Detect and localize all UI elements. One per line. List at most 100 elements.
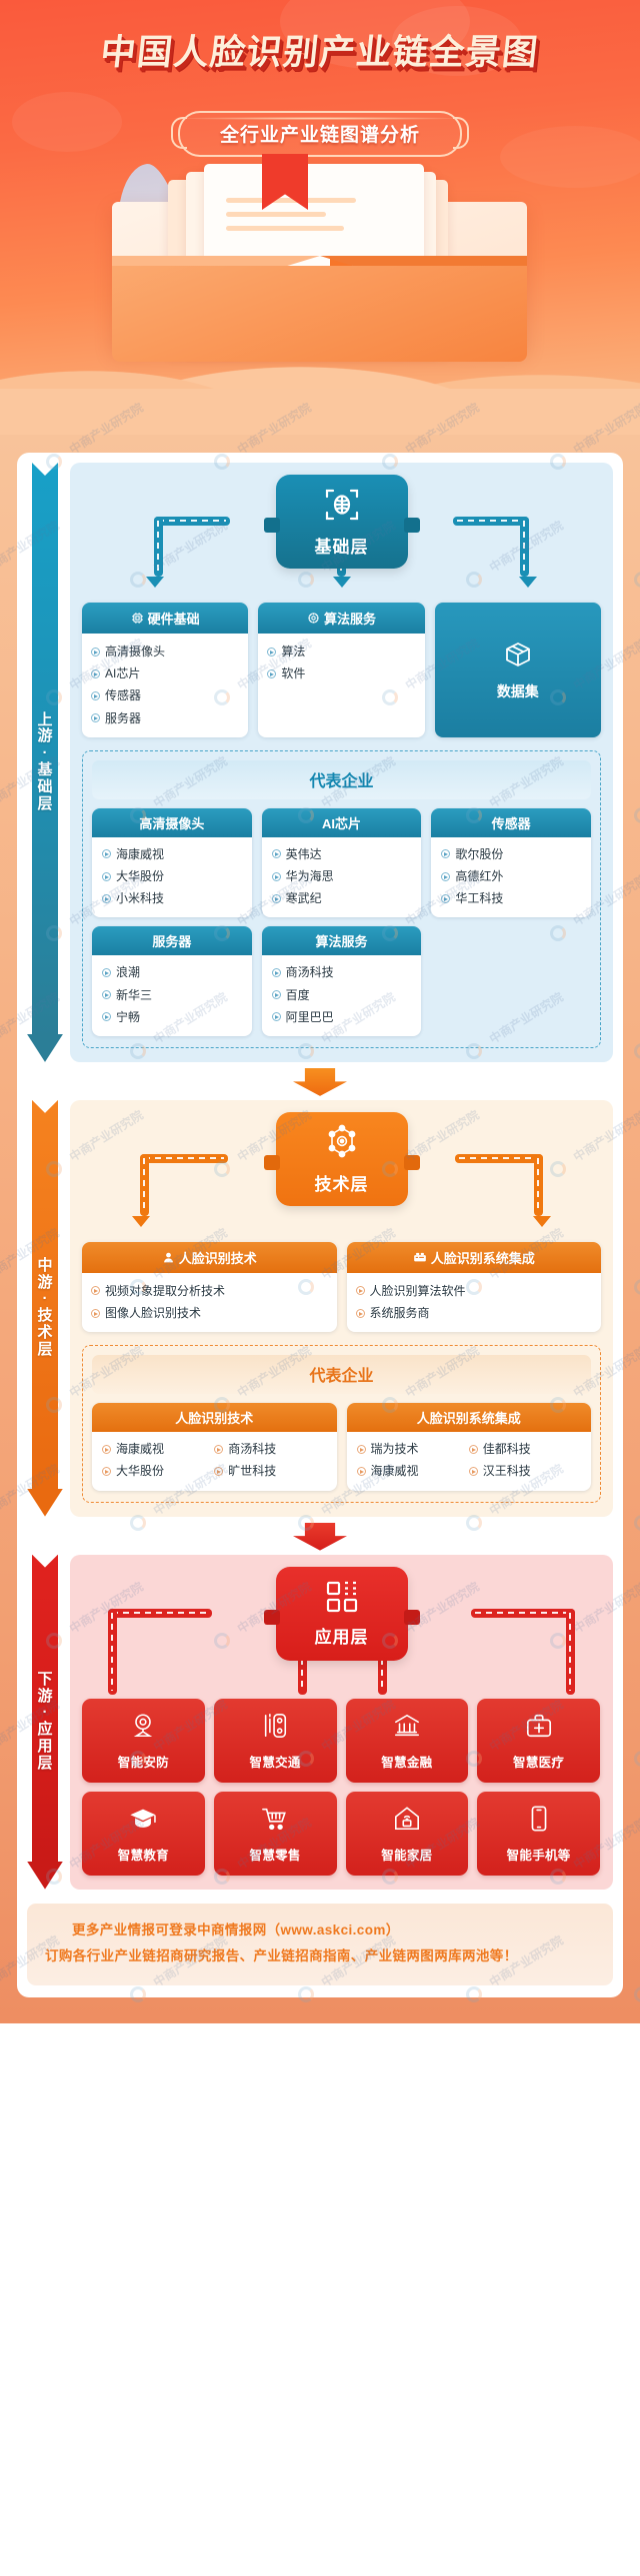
- list-item: 海康威视: [102, 1438, 214, 1460]
- rep-row: 服务器 浪潮 新华三 宁畅 算法服务: [92, 926, 591, 1036]
- rep-row: 高清摄像头 海康威视 大华股份 小米科技 A: [92, 807, 592, 918]
- category-card[interactable]: 人脸识别系统集成 人脸识别算法软件 系统服务商: [346, 1241, 601, 1333]
- app-tile-traffic[interactable]: 智慧交通: [213, 1698, 337, 1783]
- item-label: 系统服务商: [369, 1306, 430, 1321]
- item-label: 大华股份: [116, 868, 165, 883]
- list-item: 寒武纪: [271, 887, 412, 909]
- rep-card[interactable]: 人脸识别系统集成 瑞为技术 佳都科技 海康威视 汉王科技: [346, 1403, 591, 1491]
- bullet-icon: [91, 668, 100, 678]
- rep-spacer: [431, 926, 591, 1036]
- rep-card-body: 歌尔股份 高德红外 华工科技: [431, 837, 591, 918]
- rep-card[interactable]: 高清摄像头 海康威视 大华股份 小米科技: [92, 807, 252, 918]
- category-card[interactable]: 人脸识别技术 视频对象提取分析技术 图像人脸识别技术: [82, 1241, 337, 1333]
- axis-upstream: 上游·基础层: [27, 463, 63, 1062]
- bullet-icon: [271, 871, 281, 881]
- axis-label-downstream: 下游·应用层: [37, 1670, 53, 1772]
- footer-note: 更多产业情报可登录中商情报网（www.askci.com） 订购各行业产业链招商…: [27, 1903, 613, 1986]
- list-item: 服务器: [91, 707, 239, 729]
- list-item: 汉王科技: [468, 1460, 581, 1482]
- app-tile-medical[interactable]: 智慧医疗: [477, 1698, 600, 1783]
- list-item: 商汤科技: [271, 961, 412, 983]
- cloud-shape: [392, 6, 522, 76]
- network-gear-icon: [323, 1123, 361, 1166]
- app-label: 智能安防: [117, 1755, 169, 1770]
- hub-downstream[interactable]: 应用层: [263, 1566, 420, 1661]
- rep-card-body: 浪潮 新华三 宁畅: [92, 955, 252, 1036]
- hub-connector-right: [403, 1609, 420, 1625]
- rep-card-body: 海康威视 商汤科技 大华股份 旷世科技: [92, 1432, 337, 1490]
- pipes-downstream: [82, 1608, 601, 1695]
- app-label: 智慧医疗: [513, 1755, 565, 1770]
- stage-joiner-upstream-to-midstream: [27, 1067, 613, 1096]
- rep-card[interactable]: 服务器 浪潮 新华三 宁畅: [92, 926, 252, 1036]
- item-label: 软件: [281, 666, 306, 681]
- app-tile-education[interactable]: 智慧教育: [82, 1791, 205, 1876]
- list-item: 海康威视: [102, 843, 242, 865]
- bullet-icon: [356, 1467, 366, 1477]
- rep-card-body: 海康威视 大华股份 小米科技: [92, 837, 252, 918]
- arrow-shaft: [27, 463, 63, 1062]
- item-label: 传感器: [105, 688, 142, 703]
- bullet-icon: [271, 990, 281, 1000]
- dataset-tile[interactable]: 数据集: [434, 603, 601, 737]
- rep-card[interactable]: 人脸识别技术 海康威视 商汤科技 大华股份 旷世科技: [92, 1403, 337, 1491]
- app-tile-retail[interactable]: 智慧零售: [213, 1791, 337, 1876]
- app-label: 智慧金融: [381, 1755, 433, 1770]
- rep-card-title: 高清摄像头: [92, 807, 252, 837]
- item-label: 大华股份: [116, 1464, 165, 1479]
- app-label: 智能手机等: [506, 1848, 571, 1863]
- grid-apps-icon: [325, 1580, 359, 1619]
- list-item: 浪潮: [102, 961, 242, 983]
- rep-card[interactable]: 算法服务 商汤科技 百度 阿里巴巴: [261, 926, 422, 1036]
- item-label: 服务器: [105, 710, 142, 725]
- glow-decoration: [170, 117, 470, 120]
- item-label: 海康威视: [116, 846, 165, 861]
- bullet-icon: [91, 1286, 100, 1296]
- app-tile-security[interactable]: 智能安防: [82, 1698, 205, 1783]
- stage-upstream: 上游·基础层: [27, 463, 613, 1062]
- hub-label-midstream: 技术层: [314, 1174, 369, 1194]
- bullet-icon: [214, 1444, 224, 1454]
- rep-card[interactable]: 传感器 歌尔股份 高德红外 华工科技: [431, 807, 592, 918]
- hub-upstream[interactable]: 基础层: [263, 475, 420, 569]
- chain-card: 上游·基础层: [17, 453, 623, 1998]
- hub-connector-left: [263, 518, 280, 533]
- list-item: 大华股份: [102, 1460, 214, 1482]
- category-row-midstream: 人脸识别技术 视频对象提取分析技术 图像人脸识别技术: [82, 1241, 601, 1333]
- bullet-icon: [91, 690, 100, 700]
- item-label: 瑞为技术: [370, 1442, 419, 1457]
- bullet-icon: [267, 646, 277, 656]
- subtitle-area: 全行业产业链图谱分析: [0, 111, 640, 157]
- list-item: AI芯片: [91, 662, 239, 684]
- panel-downstream: 应用层: [70, 1554, 613, 1890]
- down-arrow-icon: [293, 1522, 347, 1551]
- category-card[interactable]: 算法服务 算法 软件: [258, 603, 425, 737]
- category-items: 算法 软件: [267, 641, 415, 684]
- rep-card-title: AI芯片: [261, 807, 422, 837]
- rep-card-body: 英伟达 华为海思 寒武纪: [262, 837, 422, 918]
- list-item: 华为海思: [271, 865, 412, 887]
- list-item: 旷世科技: [214, 1460, 326, 1482]
- list-item: 佳都科技: [468, 1438, 581, 1460]
- bullet-icon: [271, 849, 281, 859]
- list-item: 大华股份: [102, 865, 242, 887]
- app-tile-smartphone[interactable]: 智能手机等: [477, 1791, 600, 1876]
- rep-card[interactable]: AI芯片 英伟达 华为海思 寒武纪: [261, 807, 422, 918]
- axis-label-midstream: 中游·技术层: [37, 1256, 53, 1358]
- axis-midstream: 中游·技术层: [27, 1099, 63, 1517]
- category-card[interactable]: 硬件基础 高清摄像头 AI芯片 传感器 服务器: [82, 603, 249, 737]
- item-label: 视频对象提取分析技术: [105, 1283, 226, 1298]
- hub-row-downstream: 应用层: [82, 1566, 601, 1661]
- app-tile-finance[interactable]: 智慧金融: [345, 1698, 469, 1783]
- category-title: 人脸识别技术: [178, 1250, 257, 1266]
- item-label: 华为海思: [285, 868, 334, 883]
- app-tile-smarthome[interactable]: 智能家居: [345, 1791, 469, 1876]
- item-label: 歌尔股份: [455, 846, 504, 861]
- list-item: 商汤科技: [214, 1438, 326, 1460]
- bullet-icon: [355, 1286, 365, 1296]
- category-body: 高清摄像头 AI芯片 传感器 服务器: [82, 634, 248, 737]
- hub-midstream[interactable]: 技术层: [263, 1111, 420, 1206]
- app-label: 智能家居: [381, 1848, 433, 1863]
- item-label: 高清摄像头: [105, 644, 166, 658]
- application-grid: 智能安防 智慧交通: [82, 1698, 601, 1876]
